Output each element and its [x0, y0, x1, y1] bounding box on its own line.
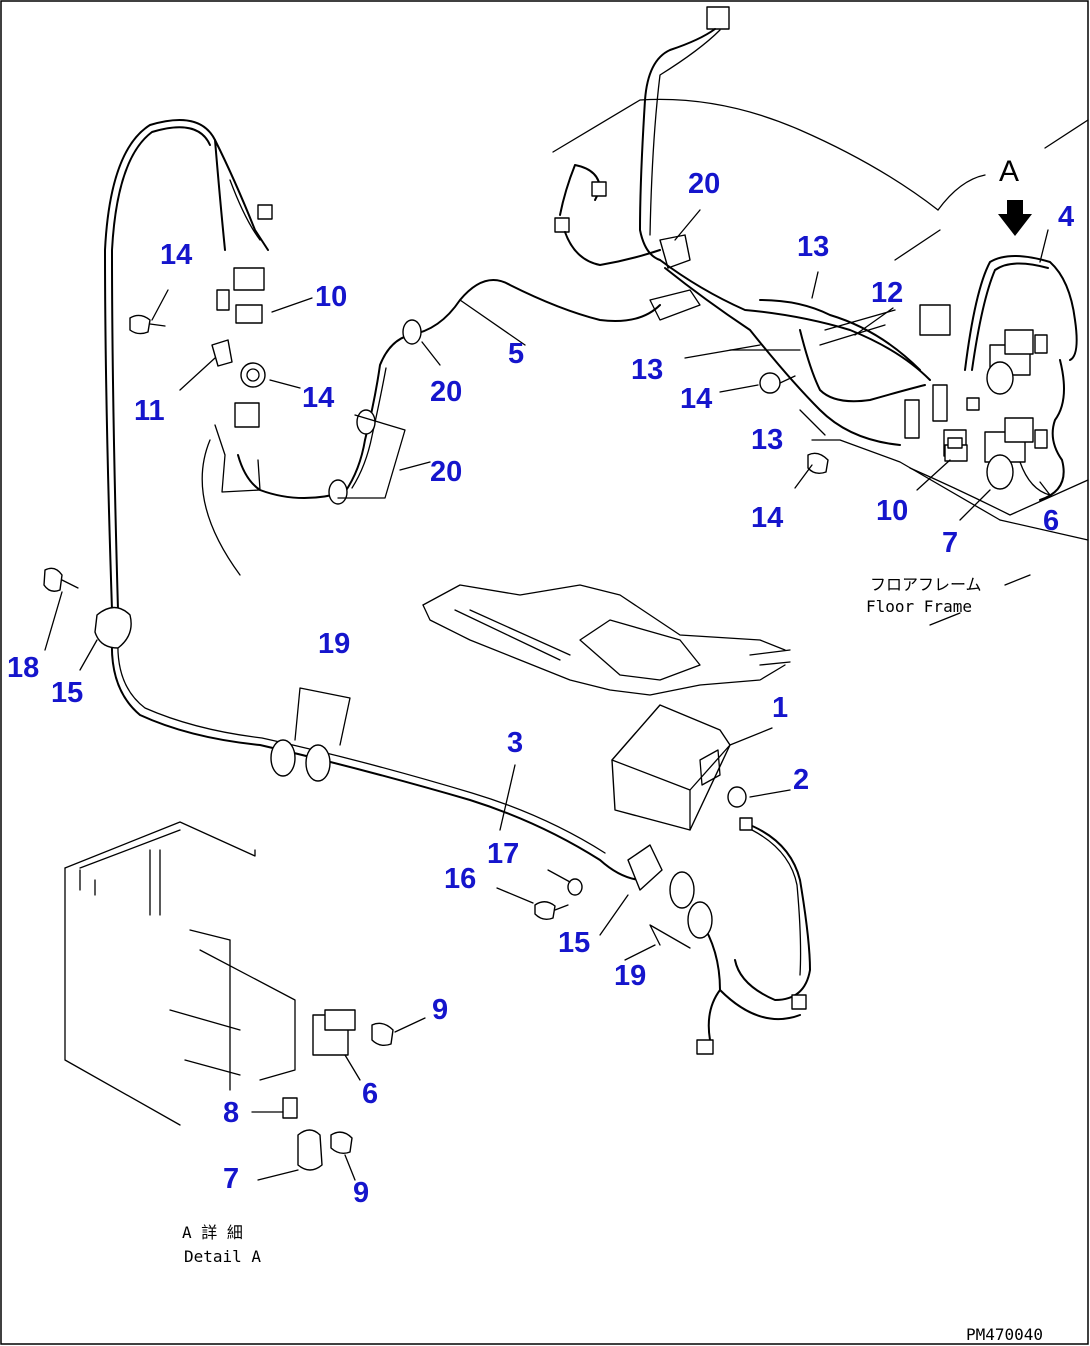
detail-a-label-jp: A 詳 細 — [182, 1223, 243, 1242]
controller-box — [534, 704, 811, 1055]
callout-7-detail: 7 — [223, 1163, 239, 1195]
callout-6-right: 6 — [1043, 505, 1059, 537]
callout-6-detail: 6 — [362, 1078, 378, 1110]
callout-14-top-left: 14 — [160, 239, 192, 271]
cab-outline — [201, 439, 241, 576]
callout-15-left: 15 — [51, 677, 83, 709]
detail-a-label-en: Detail A — [184, 1247, 261, 1266]
callout-19-upper: 19 — [318, 628, 350, 660]
callout-13-bottom: 13 — [751, 424, 783, 456]
callout-9-top: 9 — [432, 994, 448, 1026]
drawing-code: PM470040 — [966, 1325, 1043, 1344]
callout-7-right: 7 — [942, 527, 958, 559]
right-harness — [659, 259, 980, 475]
callout-10-left: 10 — [315, 281, 347, 313]
callout-20-middle: 20 — [430, 376, 462, 408]
callout-12: 12 — [871, 277, 903, 309]
callout-16: 16 — [444, 863, 476, 895]
callout-14-center-right: 14 — [680, 383, 712, 415]
horn-assembly-right — [964, 255, 1078, 501]
harness-3 — [43, 567, 641, 881]
callout-4: 4 — [1058, 201, 1074, 233]
callout-13-top: 13 — [797, 231, 829, 263]
callout-11: 11 — [134, 395, 165, 427]
callout-19-lower: 19 — [614, 960, 646, 992]
text-labels: A フロアフレーム Floor Frame A 詳 細 Detail A PM4… — [182, 155, 1043, 1344]
callout-14-center-left: 14 — [302, 382, 334, 414]
upper-center-harness — [554, 6, 730, 321]
callout-18: 18 — [7, 652, 39, 684]
center-frame-structure — [422, 584, 791, 696]
callout-labels: 1 2 3 4 5 6 6 7 7 8 9 9 10 10 11 12 13 1… — [7, 168, 1074, 1209]
callout-13-middle: 13 — [631, 354, 663, 386]
callout-17: 17 — [487, 838, 519, 870]
callout-2: 2 — [793, 764, 809, 796]
harness-5 — [328, 279, 661, 505]
callout-20-lower: 20 — [430, 456, 462, 488]
leader-lines — [44, 209, 1051, 1181]
callout-8: 8 — [223, 1097, 239, 1129]
view-arrow-a — [998, 200, 1032, 236]
floor-frame-structure — [552, 98, 1089, 541]
floor-frame-label-en: Floor Frame — [866, 597, 972, 616]
left-harness — [104, 119, 346, 611]
callout-5: 5 — [508, 338, 524, 370]
callout-14-lower-right: 14 — [751, 502, 783, 534]
callout-9-bottom: 9 — [353, 1177, 369, 1209]
callout-20-top: 20 — [688, 168, 720, 200]
callout-3: 3 — [507, 727, 523, 759]
callout-1: 1 — [772, 692, 788, 724]
detail-a-view — [64, 821, 394, 1171]
callout-10-right: 10 — [876, 495, 908, 527]
view-marker-a: A — [999, 155, 1019, 188]
floor-frame-label-jp: フロアフレーム — [870, 575, 982, 594]
callout-15-lower: 15 — [558, 927, 590, 959]
